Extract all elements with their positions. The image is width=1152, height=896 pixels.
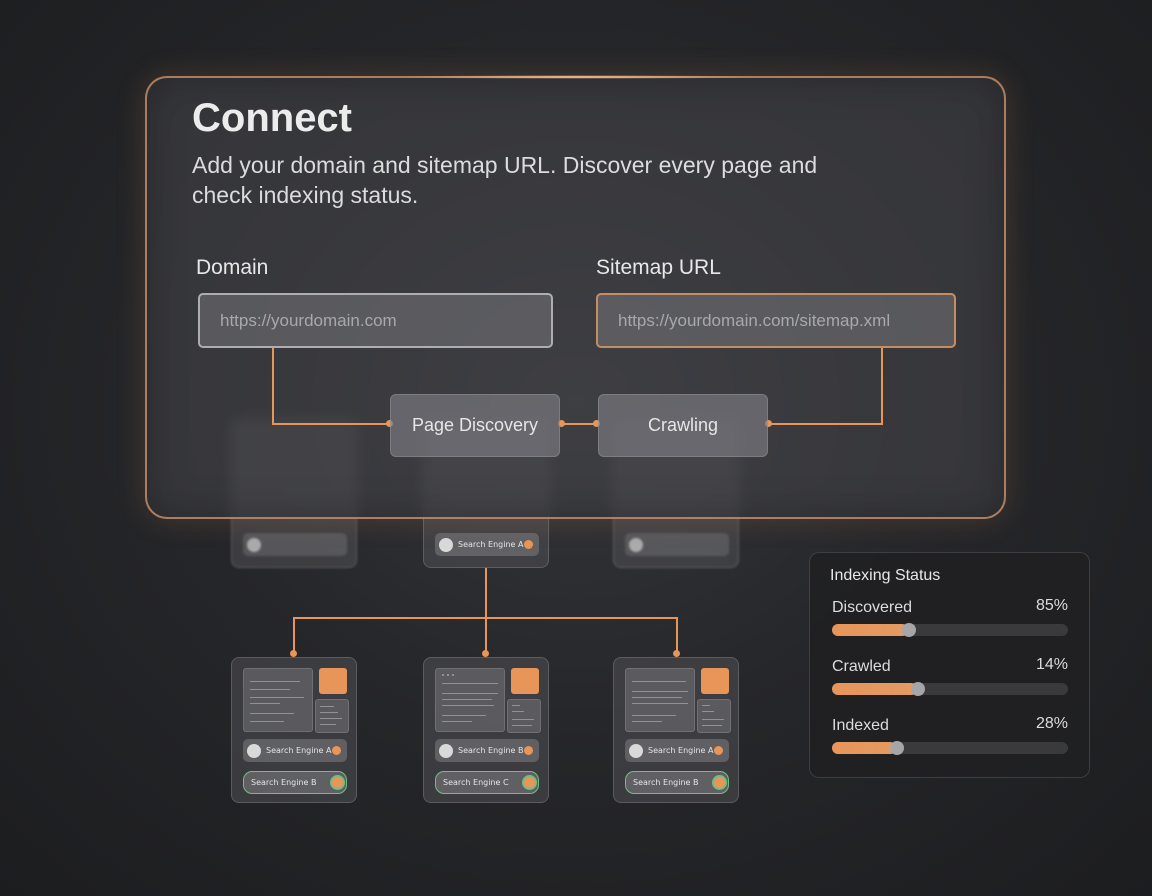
status-label: Crawled — [832, 658, 891, 675]
connector-node — [386, 420, 393, 427]
status-label: Indexed — [832, 717, 889, 734]
domain-input[interactable]: https://yourdomain.com — [198, 293, 553, 348]
page-title: Connect — [192, 96, 352, 140]
engine-pill[interactable]: Search Engine A — [243, 739, 347, 762]
engine-logo-icon — [629, 537, 643, 552]
status-dot-icon — [332, 746, 341, 755]
document-preview — [625, 668, 695, 732]
connector-line — [485, 568, 487, 652]
connector-node — [290, 650, 297, 657]
connector-node — [765, 420, 772, 427]
engine-logo-icon — [439, 743, 453, 758]
progress-knob — [911, 682, 925, 696]
status-value: 14% — [1035, 656, 1068, 673]
page-discovery-stage[interactable]: Page Discovery — [390, 394, 560, 457]
connector-line — [769, 423, 883, 425]
thumbnail-image — [511, 668, 539, 694]
engine-logo-icon — [247, 537, 261, 552]
connector-node — [482, 650, 489, 657]
engine-name: Search Engine A — [458, 540, 524, 549]
engine-pill-active[interactable]: Search Engine C — [435, 771, 539, 794]
progress-track — [832, 623, 1068, 637]
engine-pill — [243, 533, 347, 556]
page-card[interactable]: Search Engine A Search Engine B — [231, 657, 357, 803]
status-label: Discovered — [832, 599, 913, 616]
connector-node — [593, 420, 600, 427]
thumbnail-image — [701, 668, 729, 694]
sidebar-preview — [315, 699, 349, 733]
connector-line — [676, 617, 678, 653]
sitemap-url-input[interactable]: https://yourdomain.com/sitemap.xml — [596, 293, 956, 348]
status-dot-icon — [524, 746, 533, 755]
connector-line — [881, 348, 883, 425]
engine-name: Search Engine B — [633, 778, 699, 787]
connector-line — [561, 423, 597, 425]
connector-node — [673, 650, 680, 657]
indexing-status-panel: Indexing Status Discovered 85% Crawled 1… — [809, 552, 1090, 778]
status-dot-icon — [712, 775, 727, 790]
status-dot-icon — [330, 775, 345, 790]
thumbnail-image — [319, 668, 347, 694]
progress-fill — [832, 624, 908, 636]
page-card[interactable]: Search Engine B Search Engine C — [423, 657, 549, 803]
progress-knob — [902, 623, 916, 637]
status-dot-icon — [714, 746, 723, 755]
status-row-crawled: Crawled 14% — [832, 656, 1068, 696]
engine-pill-active[interactable]: Search Engine B — [625, 771, 729, 794]
status-value: 85% — [1035, 597, 1068, 614]
engine-logo-icon — [629, 743, 643, 758]
sidebar-preview — [697, 699, 731, 733]
page-subtitle: Add your domain and sitemap URL. Discove… — [192, 152, 818, 208]
status-row-indexed: Indexed 28% — [832, 715, 1068, 755]
sidebar-preview — [507, 699, 541, 733]
engine-name: Search Engine A — [648, 746, 714, 755]
progress-track — [832, 682, 1068, 696]
engine-name: Search Engine C — [443, 778, 509, 787]
sitemap-url-label: Sitemap URL — [596, 256, 721, 279]
status-value: 28% — [1035, 715, 1068, 732]
connector-line — [272, 348, 274, 425]
engine-pill-search-engine-a: Search Engine A — [435, 533, 539, 556]
engine-logo-icon — [247, 743, 261, 758]
document-preview — [243, 668, 313, 732]
connect-panel: Connect Add your domain and sitemap URL.… — [145, 75, 1006, 519]
engine-pill-active[interactable]: Search Engine B — [243, 771, 347, 794]
engine-pill[interactable]: Search Engine B — [435, 739, 539, 762]
connector-line — [272, 423, 390, 425]
engine-logo-icon — [439, 537, 453, 552]
connector-line — [293, 617, 677, 619]
document-preview — [435, 668, 505, 732]
connector-node — [558, 420, 565, 427]
progress-fill — [832, 742, 896, 754]
connector-line — [293, 617, 295, 653]
indexing-status-title: Indexing Status — [830, 567, 941, 584]
engine-pill — [625, 533, 729, 556]
status-dot-icon — [522, 775, 537, 790]
domain-label: Domain — [196, 256, 269, 279]
engine-name: Search Engine A — [266, 746, 332, 755]
progress-track — [832, 741, 1068, 755]
engine-pill[interactable]: Search Engine A — [625, 739, 729, 762]
status-row-discovered: Discovered 85% — [832, 597, 1068, 637]
engine-name: Search Engine B — [458, 746, 524, 755]
progress-fill — [832, 683, 917, 695]
status-dot-icon — [524, 540, 533, 549]
progress-knob — [890, 741, 904, 755]
engine-name: Search Engine B — [251, 778, 317, 787]
page-card[interactable]: Search Engine A Search Engine B — [613, 657, 739, 803]
crawling-stage[interactable]: Crawling — [598, 394, 768, 457]
